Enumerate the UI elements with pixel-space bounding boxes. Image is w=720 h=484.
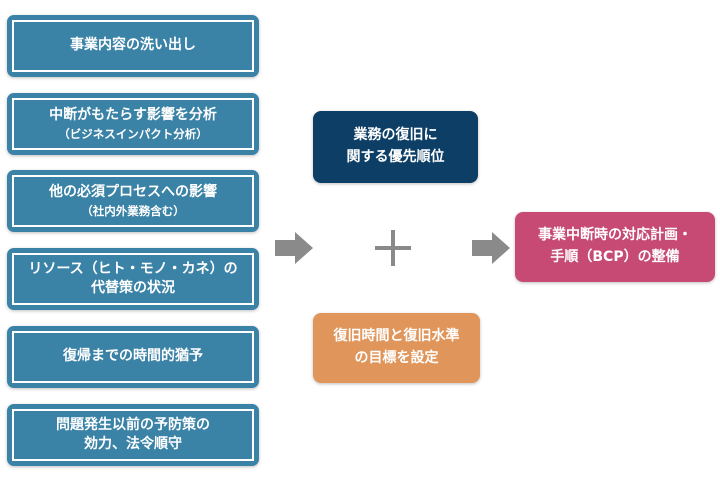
priority-line-2: 関する優先順位 bbox=[346, 149, 445, 165]
step-box-3: 他の必須プロセスへの影響 （社内外業務含む） bbox=[7, 170, 259, 232]
step-sublabel: （ビジネスインパクト分析） bbox=[58, 126, 208, 141]
plus-icon bbox=[375, 230, 411, 266]
step-label-2: 代替策の状況 bbox=[91, 280, 175, 296]
step-label-2: 効力、法令順守 bbox=[84, 436, 182, 452]
step-label: 他の必須プロセスへの影響 bbox=[49, 184, 217, 201]
bcp-result-box: 事業中断時の対応計画・ 手順（BCP）の整備 bbox=[515, 212, 715, 282]
step-label: 復帰までの時間的猶予 bbox=[63, 348, 203, 365]
step-box-1: 事業内容の洗い出し bbox=[7, 15, 259, 77]
recovery-target-box: 復旧時間と復旧水準 の目標を設定 bbox=[313, 313, 480, 383]
arrow-right-icon bbox=[472, 232, 510, 264]
step-label: 問題発生以前の予防策の bbox=[56, 416, 210, 433]
step-label: リソース（ヒト・モノ・カネ）の bbox=[28, 260, 238, 277]
priority-box: 業務の復旧に 関する優先順位 bbox=[313, 111, 478, 183]
step-box-6: 問題発生以前の予防策の 効力、法令順守 bbox=[7, 404, 259, 466]
bcp-line-1: 事業中断時の対応計画・ bbox=[538, 227, 692, 244]
step-label: 中断がもたらす影響を分析 bbox=[49, 107, 217, 124]
step-box-4: リソース（ヒト・モノ・カネ）の 代替策の状況 bbox=[7, 248, 259, 310]
arrow-right-icon bbox=[275, 232, 313, 264]
step-sublabel: （社内外業務含む） bbox=[81, 203, 185, 218]
priority-line-1: 業務の復旧に bbox=[353, 127, 438, 144]
recovery-line-1: 復旧時間と復旧水準 bbox=[333, 328, 460, 345]
step-box-5: 復帰までの時間的猶予 bbox=[7, 326, 259, 388]
step-label: 事業内容の洗い出し bbox=[70, 37, 196, 54]
bcp-line-2: 手順（BCP）の整備 bbox=[550, 249, 680, 265]
recovery-line-2: の目標を設定 bbox=[354, 350, 439, 366]
step-box-2: 中断がもたらす影響を分析 （ビジネスインパクト分析） bbox=[7, 93, 259, 155]
